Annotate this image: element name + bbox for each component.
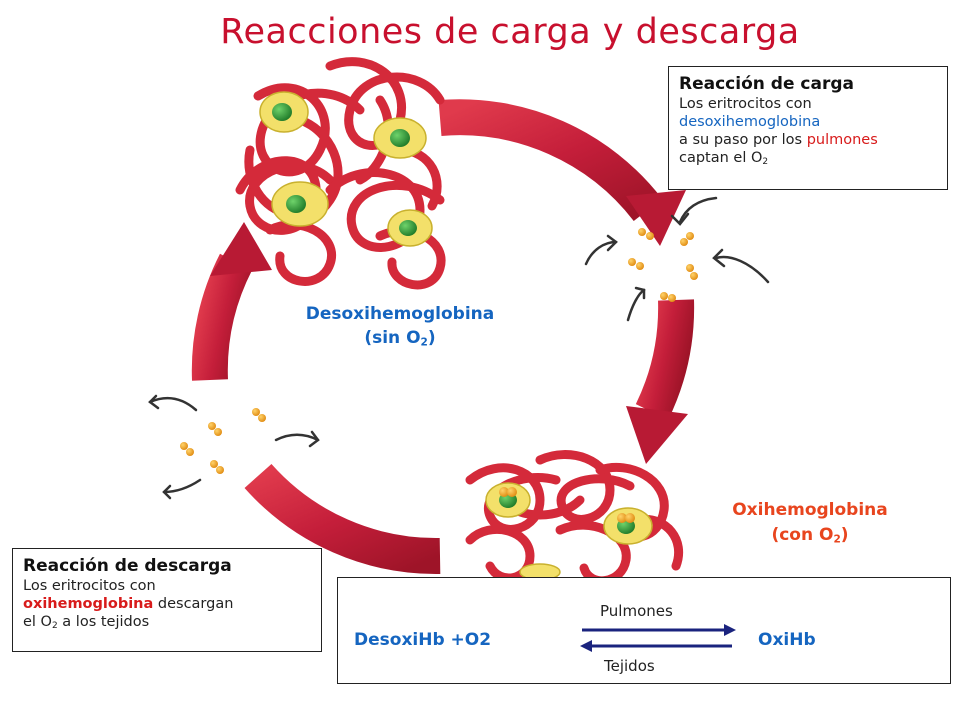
deoxy-heme-groups [259,91,433,247]
forward-arrow [582,624,736,636]
oxy-heme-groups [485,482,653,581]
loading-reaction-heading: Reacción de carga [679,74,854,94]
release-arrows [148,394,320,500]
loading-reaction-text: Los eritrocitos con desoxihemoglobina a … [679,96,878,168]
cycle-arrow-top-right [438,99,686,246]
reverse-arrow [580,640,732,652]
cycle-arrow-bottom [244,463,441,575]
unloading-reaction-box: Reacción de descarga Los eritrocitos con… [12,548,322,652]
oxygen-uptake-cluster [628,228,698,302]
unloading-reaction-text: Los eritrocitos con oxihemoglobina desca… [23,578,234,632]
forward-condition: Pulmones [600,602,673,620]
unloading-reaction-heading: Reacción de descarga [23,556,232,576]
deoxyhemoglobin-label: Desoxihemoglobina (sin O2) [270,302,530,350]
deoxy-state: (sin O2) [364,328,436,349]
oxygen-release-cluster [180,408,266,474]
oxy-name: Oxihemoglobina [732,500,888,520]
cycle-arrow-left [191,222,272,381]
equilibrium-arrows [580,624,736,652]
equilibrium-equation-box: DesoxiHb +O2 Pulmones OxiHb Tejidos [337,577,951,684]
oxy-state: (con O2) [771,525,849,546]
oxyhemoglobin-label: Oxihemoglobina (con O2) [690,498,930,548]
equation-reactants: DesoxiHb +O2 [354,630,492,650]
uptake-arrows [584,196,770,322]
page-title: Reacciones de carga y descarga [220,12,800,52]
reverse-condition: Tejidos [604,657,655,675]
loading-reaction-box: Reacción de carga Los eritrocitos con de… [668,66,948,190]
deoxy-name: Desoxihemoglobina [305,304,495,324]
equation-product: OxiHb [758,630,816,650]
cycle-arrow-right [626,299,695,464]
